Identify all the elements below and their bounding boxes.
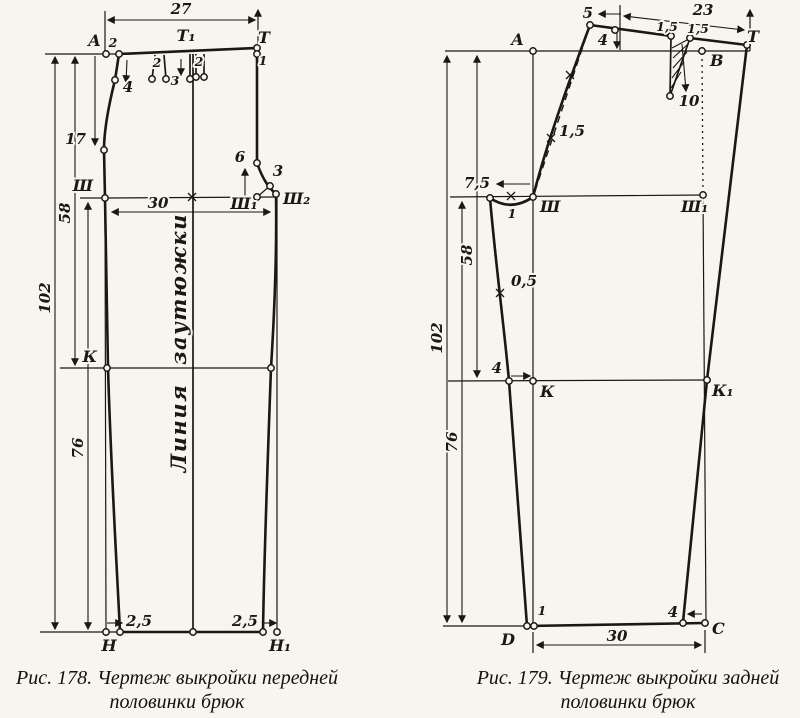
- front-point-markers: [100, 44, 281, 636]
- dim-label-76: 76: [69, 437, 87, 458]
- cross-mark: [565, 70, 575, 80]
- dim-label-15-dart-left: 1,5: [656, 19, 678, 34]
- dim-label-6: 6: [235, 148, 246, 166]
- dim-label-3: 3: [171, 73, 180, 88]
- waist-seam-right: [688, 36, 749, 47]
- offset-label-2: 2: [108, 35, 118, 50]
- back-rise-chord: [532, 24, 591, 198]
- caption-178-line1: Рис. 178. Чертеж выкройки передней: [15, 667, 338, 689]
- point-label-Sh: Ш: [539, 197, 561, 216]
- caption-178-line2: половинки брюк: [110, 691, 246, 713]
- point-label-K: К: [539, 382, 555, 401]
- dim-label-15-dart-right: 1,5: [687, 21, 709, 36]
- back-point-markers: [486, 21, 751, 630]
- cross-mark: [506, 191, 516, 201]
- point-label-D: D: [500, 630, 515, 649]
- point-label-Sh1: Ш₁: [680, 197, 708, 216]
- point-label-Sh: Ш: [72, 176, 94, 195]
- dim-4-arrow: [122, 59, 131, 84]
- fold-line-label-word2: заутюжки: [166, 213, 191, 365]
- dim-label-23: 23: [692, 1, 714, 19]
- front-dimension-lines: [51, 16, 278, 631]
- point-label-A: А: [510, 30, 524, 49]
- dim-label-30: 30: [607, 627, 628, 645]
- dim-label-25-right: 2,5: [231, 612, 258, 630]
- point-label-K1: К₁: [711, 381, 734, 400]
- front-half-draft: 27 А 2 Т₁ Т 1 2 3 2 4 17 6 3 Ш Ш₂ 30 Ш₁ …: [34, 0, 312, 657]
- cross-mark: [187, 192, 197, 202]
- point-label-T: Т: [747, 27, 760, 46]
- figure-captions: Рис. 178. Чертеж выкройки передней полов…: [15, 667, 779, 713]
- cross-mark: [546, 133, 556, 143]
- dim-label-4: 4: [123, 78, 133, 96]
- fold-line-label-word1: Линия: [166, 384, 191, 474]
- dim-label-75: 7,5: [464, 174, 490, 192]
- dim-label-3-bisector: 3: [273, 162, 283, 180]
- point-label-N1: Н₁: [268, 636, 291, 655]
- dim-label-17: 17: [65, 130, 86, 148]
- dim-label-30: 30: [148, 194, 169, 212]
- dim-label-1-hip: 1: [508, 206, 517, 221]
- point-label-A: А: [87, 31, 101, 50]
- point-label-N: Н: [100, 636, 117, 655]
- inseam: [261, 193, 278, 634]
- dart-label-right-2: 2: [194, 54, 204, 69]
- dim-label-4-hem: 4: [668, 603, 678, 621]
- dim-label-15-curve: 1,5: [559, 122, 585, 140]
- inseam-lower: [507, 379, 529, 628]
- dim-label-4-knee: 4: [492, 359, 502, 377]
- side-seam-lower: [103, 196, 122, 634]
- point-label-K: К: [81, 347, 97, 366]
- back-half-draft: 5 23 4 1,5 1,5 А В Т 10 1,5 7,5 1 Ш Ш₁ 0…: [426, 0, 762, 653]
- knee-line: [447, 379, 708, 382]
- point-label-Sh2: Ш₂: [282, 189, 310, 208]
- dim-label-5: 5: [583, 4, 593, 22]
- dim-label-58: 58: [56, 202, 74, 223]
- waist-seam: [117, 46, 259, 56]
- point-label-C: С: [712, 619, 725, 638]
- dim-10-arrow: [681, 43, 690, 93]
- dim-label-1: 1: [259, 53, 268, 68]
- point-label-B: В: [709, 51, 724, 70]
- dim-label-76: 76: [443, 431, 461, 452]
- dim-label-4-top: 4: [598, 31, 608, 49]
- caption-179-line1: Рис. 179. Чертеж выкройки задней: [476, 667, 780, 689]
- dim-23-line: [622, 12, 746, 34]
- dim-label-1-hem: 1: [538, 603, 547, 618]
- crotch-dip-curve: [488, 195, 535, 207]
- dim-label-102: 102: [428, 322, 446, 353]
- point-label-Sh1: Ш₁: [229, 194, 257, 213]
- dim-label-25-left: 2,5: [125, 612, 152, 630]
- dim-label-27: 27: [170, 0, 192, 18]
- dim-label-10: 10: [679, 92, 700, 110]
- front-labels: 27 А 2 Т₁ Т 1 2 3 2 4 17 6 3 Ш Ш₂ 30 Ш₁ …: [34, 0, 312, 657]
- dart-hatching: [670, 39, 689, 89]
- dart-label-left-2: 2: [152, 55, 162, 70]
- hem-seam: [525, 621, 707, 628]
- cross-mark: [495, 288, 505, 298]
- inseam-upper-chord: [489, 197, 510, 382]
- point-label-T1: Т₁: [177, 26, 196, 45]
- point-label-T: Т: [258, 28, 271, 47]
- dim-label-58: 58: [458, 244, 476, 265]
- back-dimension-lines: [443, 10, 746, 649]
- dim-label-102: 102: [36, 282, 54, 313]
- dim-label-05: 0,5: [511, 272, 537, 290]
- caption-179-line2: половинки брюк: [561, 691, 697, 713]
- back-labels: 5 23 4 1,5 1,5 А В Т 10 1,5 7,5 1 Ш Ш₁ 0…: [426, 0, 762, 651]
